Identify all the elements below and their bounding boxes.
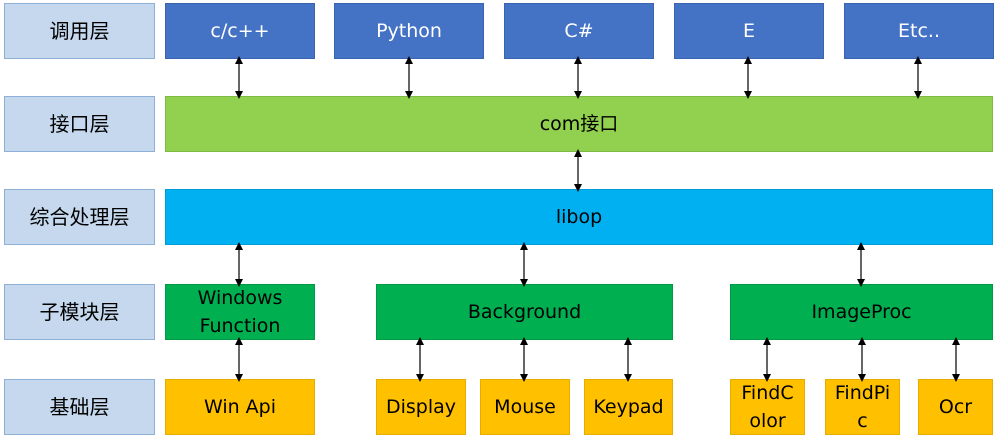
lang-python: Python xyxy=(334,3,484,59)
layer-label-base: 基础层 xyxy=(4,379,155,435)
base-findpic-label: FindPic xyxy=(834,382,891,432)
base-findcolor-label: FindColor xyxy=(741,382,794,432)
lang-csharp: C# xyxy=(504,3,654,59)
layer-label-call: 调用层 xyxy=(4,3,155,59)
base-ocr: Ocr xyxy=(918,379,993,435)
base-win-api: Win Api xyxy=(165,379,315,435)
com-interface: com接口 xyxy=(165,96,993,152)
base-keypad: Keypad xyxy=(584,379,673,435)
layer-label-submodule: 子模块层 xyxy=(4,284,155,340)
module-imageproc: ImageProc xyxy=(730,284,993,340)
module-windows-function: Windows Function xyxy=(165,284,315,340)
lang-cpp: c/c++ xyxy=(165,3,315,59)
layer-label-interface: 接口层 xyxy=(4,96,155,152)
module-background: Background xyxy=(376,284,673,340)
base-mouse: Mouse xyxy=(480,379,570,435)
lang-etc: Etc.. xyxy=(844,3,994,59)
layer-label-processing: 综合处理层 xyxy=(4,189,155,245)
libop-core: libop xyxy=(165,189,993,245)
base-display: Display xyxy=(376,379,466,435)
base-findcolor: FindColor xyxy=(730,379,805,435)
base-findpic: FindPic xyxy=(825,379,900,435)
lang-e: E xyxy=(674,3,824,59)
module-windows-function-label: Windows Function xyxy=(197,287,283,337)
